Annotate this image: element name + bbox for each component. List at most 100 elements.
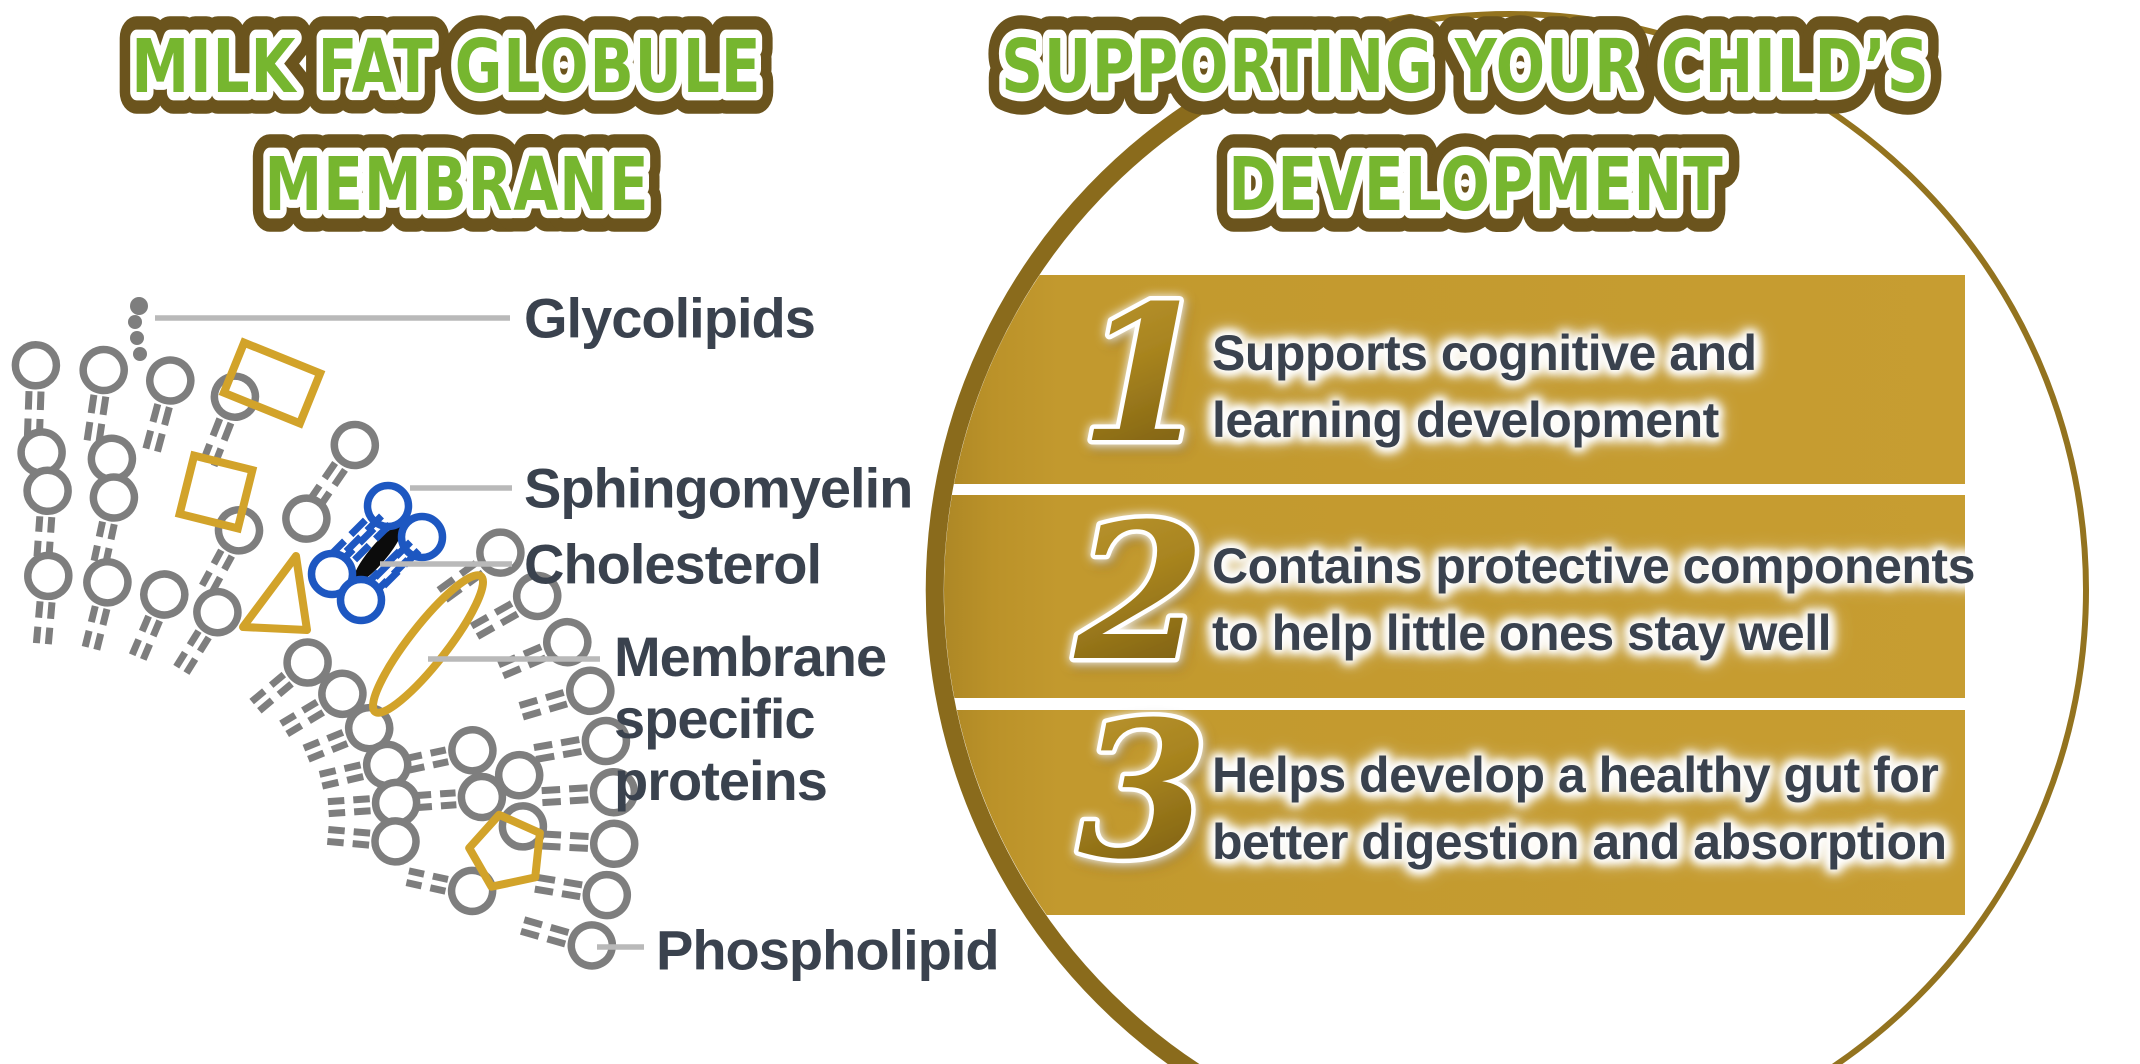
membrane-diagram: [11, 297, 639, 970]
phospholipid-unit: [24, 551, 73, 645]
lipid-head: [24, 551, 73, 601]
lipid-head: [79, 345, 128, 395]
lipid-head: [494, 750, 544, 800]
glycolipid-chain-dot: [128, 315, 142, 329]
lipid-tail: [328, 807, 371, 818]
lipid-tail: [416, 801, 457, 812]
lipid-head: [589, 819, 639, 869]
lipid-tail: [523, 916, 570, 936]
lipid-tail: [44, 602, 56, 645]
phospholipid-unit: [128, 570, 189, 661]
phospholipid-unit: [541, 767, 639, 817]
lipid-tail: [32, 600, 44, 644]
benefit-3-line-1: Helps develop a healthy gut for: [1212, 747, 1939, 803]
fat-globule-circle: [925, 11, 2089, 1064]
lipid-tail: [321, 773, 365, 790]
lipid-head: [89, 473, 139, 522]
lipid-head: [283, 638, 332, 687]
lipid-tail: [327, 795, 370, 806]
right-title-text: SUPPORTING YOUR CHILD’S DEVELOPMENT: [1001, 23, 1951, 228]
lipid-tail: [83, 394, 98, 441]
sphingomyelin-unit: [336, 539, 422, 625]
lipid-head: [23, 466, 72, 516]
label-cholesterol: Cholesterol: [524, 532, 822, 596]
phospholipid-unit: [173, 587, 242, 675]
lipid-tail: [128, 614, 152, 657]
benefit-text-3: Helps develop a healthy gut for better d…: [1212, 742, 1947, 876]
lipid-tail: [533, 736, 580, 752]
lipid-tail: [183, 635, 212, 675]
lipid-tail: [90, 520, 106, 562]
benefit-text-2: Contains protective components to help l…: [1212, 533, 1975, 667]
lipid-tail: [173, 629, 202, 669]
phospholipid-unit: [405, 866, 497, 916]
phospholipid-unit: [306, 420, 380, 510]
lipid-tail: [81, 605, 99, 648]
lipid-tail: [279, 699, 319, 727]
phospholipid-unit: [541, 819, 639, 869]
lipid-tail: [142, 403, 162, 450]
phospholipid-unit: [89, 473, 139, 565]
lipid-tail: [302, 729, 345, 752]
phospholipid-unit: [326, 817, 420, 866]
lipid-head: [330, 420, 380, 470]
lipid-tail: [534, 885, 581, 901]
phospholipid-unit: [534, 870, 632, 920]
membrane-protein-pentagon: [465, 810, 544, 891]
phospholipid-unit: [249, 638, 332, 714]
benefit-bands: [944, 275, 1965, 915]
sphingomyelin-unit: [307, 513, 393, 599]
lipid-head: [83, 558, 132, 607]
lipid-tail: [327, 826, 371, 837]
lipid-tail: [405, 746, 447, 762]
glycolipid-chain-dot: [130, 331, 144, 345]
phospholipid-unit: [142, 356, 195, 453]
right-title-outline: SUPPORTING YOUR CHILD’S DEVELOPMENT: [1001, 23, 1951, 228]
lipid-head: [581, 716, 631, 766]
lipid-tail: [33, 516, 44, 557]
left-title: MILK FAT GLOBULE MEMBRANE MILK FAT GLOBU…: [112, 4, 780, 247]
benefit-1-line-1: Supports cognitive and: [1212, 325, 1757, 381]
lipid-tail: [542, 830, 589, 840]
lipid-tail: [326, 837, 370, 849]
lipid-tail: [469, 600, 514, 630]
lipid-tail: [199, 548, 225, 588]
phospholipid-unit: [494, 750, 544, 800]
lipid-head: [457, 772, 507, 822]
phospholipid-unit: [469, 571, 562, 640]
lipid-tail: [23, 390, 33, 438]
benefit-band-1: [944, 275, 1965, 484]
lipid-head: [140, 570, 189, 619]
lipid-tail: [45, 516, 56, 558]
benefit-band-3: [944, 710, 1965, 915]
lipid-tail: [93, 608, 111, 651]
phospholipid-unit: [11, 341, 61, 438]
lipid-tail: [536, 873, 583, 889]
lipid-tail: [436, 560, 478, 593]
benefit-3-line-2: better digestion and absorption: [1212, 814, 1947, 870]
lipid-tail: [408, 867, 449, 883]
lipid-head: [567, 921, 617, 970]
phospholipid-unit: [282, 494, 331, 543]
benefit-band-2: [944, 495, 1965, 698]
lipid-tail: [541, 784, 588, 795]
lipid-tail: [307, 740, 349, 763]
globule-crescent-shadow: [925, 14, 1419, 1064]
lipid-tail: [541, 842, 589, 852]
lipid-head: [371, 817, 420, 866]
benefit-number-1: 1: [1080, 264, 1211, 485]
label-membrane-specific-proteins: Membrane specific proteins: [614, 625, 887, 812]
right-title: SUPPORTING YOUR CHILD’S DEVELOPMENT SUPP…: [982, 4, 1951, 247]
phospholipid-unit: [533, 716, 631, 766]
lipid-tail: [519, 927, 567, 948]
lipid-head: [282, 494, 331, 543]
lipid-tail: [372, 539, 413, 580]
phospholipid-unit: [415, 772, 507, 822]
cholesterol-ellipse: [353, 525, 403, 583]
phospholipid-unit: [23, 466, 72, 558]
lipid-head: [589, 767, 639, 817]
lipid-tail: [306, 461, 339, 503]
lipid-head: [336, 575, 386, 625]
lipid-tail: [199, 417, 224, 463]
